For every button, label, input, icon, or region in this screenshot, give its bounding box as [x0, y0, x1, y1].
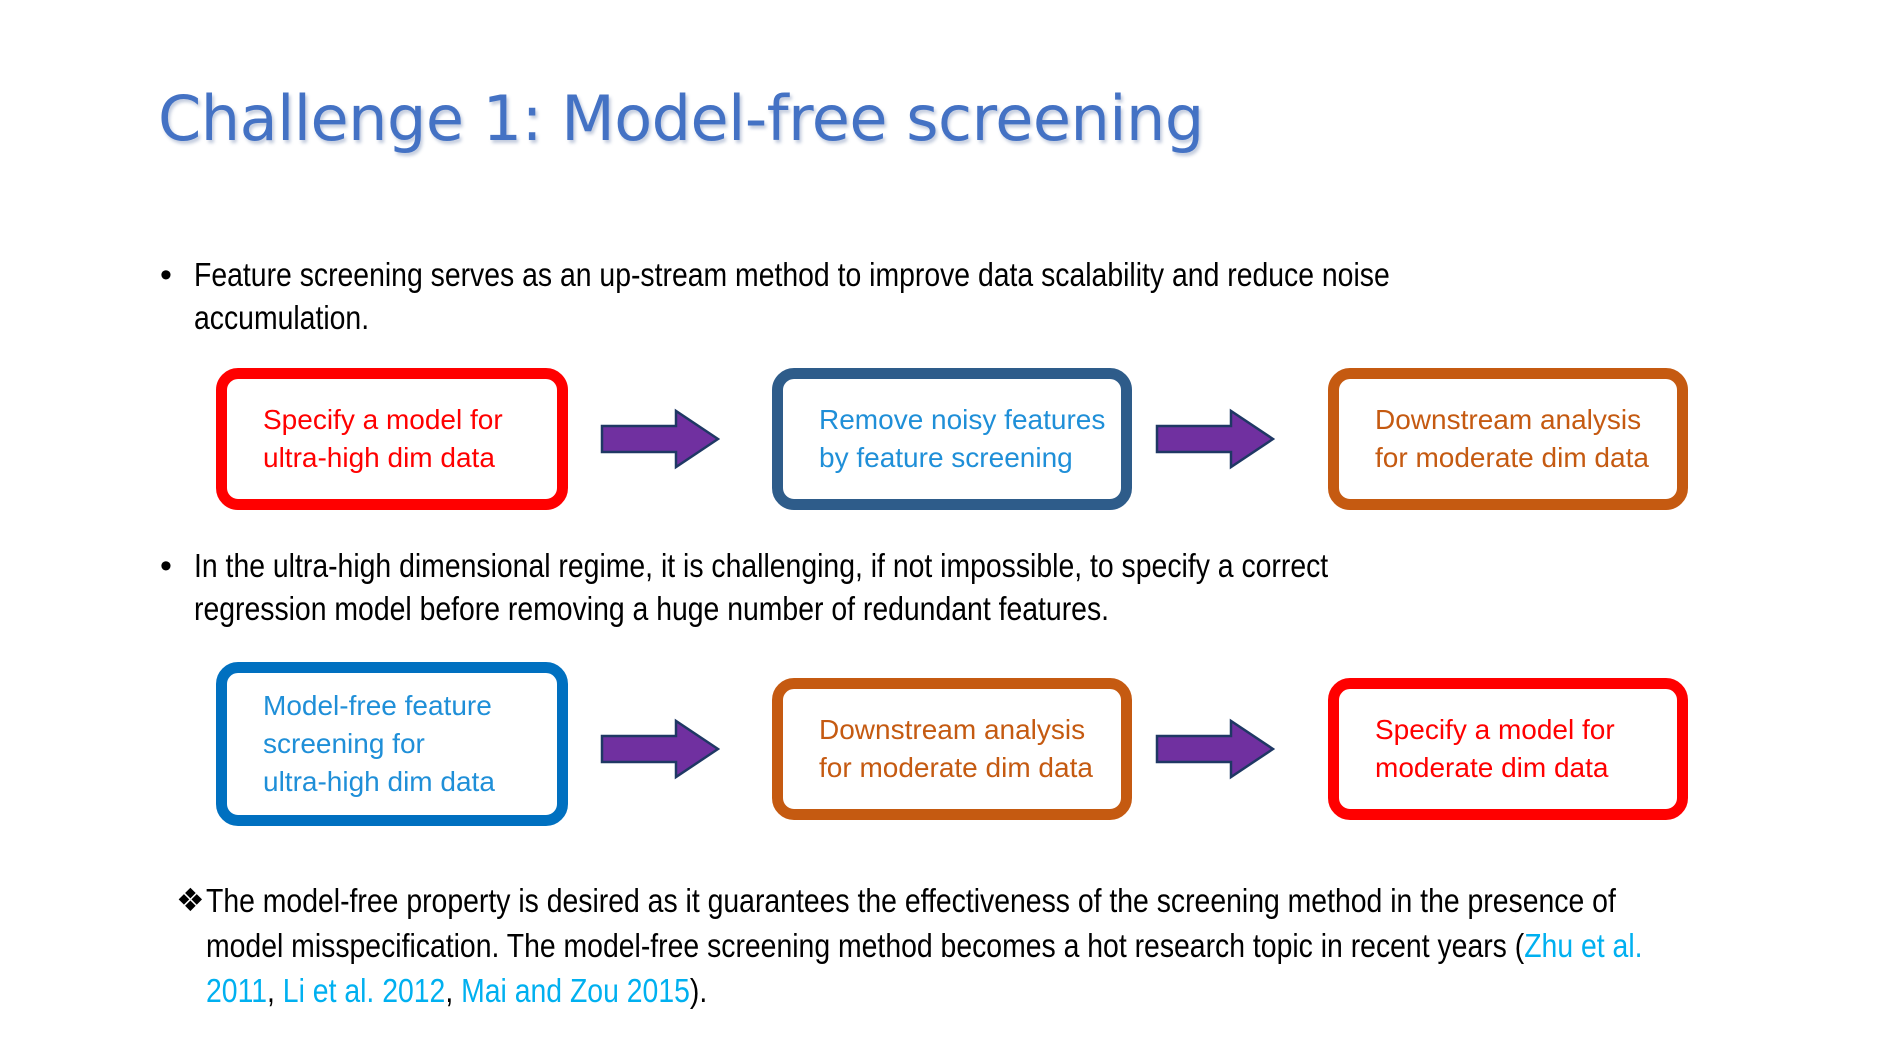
flow-box-model-free-screening[interactable]: Model-free feature screening for ultra-h…: [216, 662, 568, 826]
closing-note-text-lead: The model-free property is desired as it…: [206, 882, 1616, 964]
flow-box-label: Specify a model for ultra-high dim data: [263, 404, 503, 473]
flow-box-label: Remove noisy features by feature screeni…: [819, 404, 1106, 473]
citation-separator: ,: [445, 972, 462, 1009]
flow-box-specify-model-moderate[interactable]: Specify a model for moderate dim data: [1328, 678, 1688, 820]
flow-arrow-right-icon: [600, 408, 720, 470]
flow-box-label: Downstream analysis for moderate dim dat…: [1375, 404, 1649, 473]
flow-diagram-model-free: Model-free feature screening for ultra-h…: [0, 662, 1901, 826]
page-title: Challenge 1: Model-free screening: [158, 82, 1204, 155]
citation-link[interactable]: Mai and Zou 2015: [461, 972, 690, 1009]
bullet-paragraph-2: • In the ultra-high dimensional regime, …: [160, 544, 1860, 630]
flow-arrow-right-icon: [1155, 408, 1275, 470]
flow-arrow-right-icon: [1155, 718, 1275, 780]
flow-box-label: Model-free feature screening for ultra-h…: [263, 690, 495, 797]
closing-note-paragraph: ❖ The model-free property is desired as …: [176, 878, 1896, 1013]
flow-box-specify-model-ultrahigh[interactable]: Specify a model for ultra-high dim data: [216, 368, 568, 510]
citation-list: Zhu et al. 2011, Li et al. 2012, Mai and…: [206, 927, 1643, 1009]
diamond-bullet-icon: ❖: [176, 882, 205, 918]
flow-arrow-right-icon: [600, 718, 720, 780]
flow-diagram-model-based: Specify a model for ultra-high dim data …: [0, 362, 1901, 512]
citation-separator: ,: [267, 972, 283, 1009]
flow-box-remove-noisy-features[interactable]: Remove noisy features by feature screeni…: [772, 368, 1132, 510]
citation-link[interactable]: Li et al. 2012: [282, 972, 446, 1009]
closing-note-text: The model-free property is desired as it…: [206, 878, 1659, 1013]
flow-box-downstream-analysis-1[interactable]: Downstream analysis for moderate dim dat…: [1328, 368, 1688, 510]
flow-box-label: Specify a model for moderate dim data: [1375, 714, 1615, 783]
bullet-text-1: Feature screening serves as an up-stream…: [194, 256, 1390, 336]
citation-link[interactable]: Zhu et al. 2011: [206, 927, 1643, 1009]
flow-box-downstream-analysis-2[interactable]: Downstream analysis for moderate dim dat…: [772, 678, 1132, 820]
closing-note-text-tail: ).: [689, 972, 708, 1009]
bullet-marker-icon: •: [160, 256, 172, 294]
bullet-paragraph-1: • Feature screening serves as an up-stre…: [160, 253, 1860, 339]
bullet-text-2: In the ultra-high dimensional regime, it…: [194, 547, 1329, 627]
bullet-marker-icon: •: [160, 547, 172, 585]
flow-box-label: Downstream analysis for moderate dim dat…: [819, 714, 1093, 783]
